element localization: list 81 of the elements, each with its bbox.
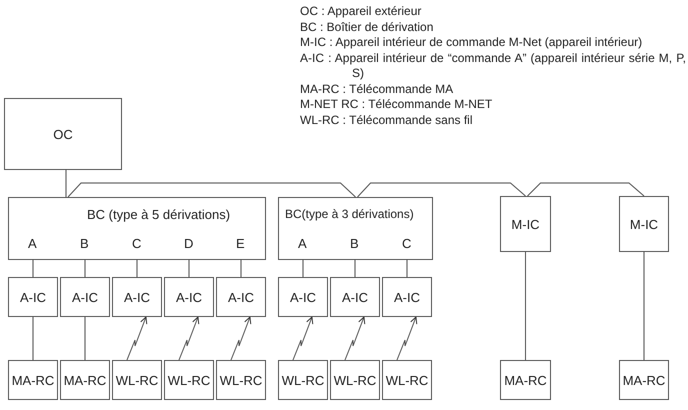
box-title: BC (type à 5 dérivations) [87,207,230,222]
wireless-link-arrow [126,316,148,360]
remote-control-box [112,360,162,400]
unit-label: MA-RC [622,372,666,388]
box-title: BC(type à 3 dérivations) [285,207,414,222]
key-entry: M-NET RC : Télécommande M-NET [300,97,494,112]
branch-letter: C [402,236,412,251]
unit-label: M-IC [630,216,658,232]
branch-box [278,197,433,260]
indoor-unit-box [500,196,551,252]
indoor-unit-box [330,277,380,317]
key-entry: OC : Appareil extérieur [300,4,422,20]
indoor-unit-box [8,277,58,317]
key-entry: MA-RC : Télécommande MA [300,82,454,97]
unit-label: MA-RC [64,372,106,388]
indoor-unit-box [619,196,669,252]
key-entry: BC : Boîtier de dérivation [300,20,434,35]
branch-letter: A [28,236,37,251]
unit-label: MA-RC [12,372,54,388]
unit-label: A-IC [72,290,98,304]
wire [84,260,86,278]
unit-label: A-IC [20,290,46,304]
branch-letter: B [80,236,89,251]
unit-label: WL-RC [386,372,428,388]
wireless-link-arrow [344,316,366,360]
unit-label: A-IC [290,290,316,304]
unit-label: WL-RC [334,372,376,388]
branch-letter: C [132,236,142,251]
remote-control-box [619,360,669,400]
wire [136,260,138,278]
branch-letter: B [350,236,359,251]
wire [240,260,242,278]
unit-label: OC [53,126,73,142]
wire [188,260,190,278]
indoor-unit-box [382,277,432,317]
remote-control-box [382,360,432,400]
unit-label: A-IC [394,290,420,304]
unit-label: M-IC [511,216,540,232]
remote-control-box [8,360,58,400]
branch-letter: E [236,236,245,251]
indoor-unit-box [112,277,162,317]
unit-label: WL-RC [282,372,324,388]
wire [525,252,526,360]
remote-control-box [216,360,266,400]
indoor-unit-box [60,277,110,317]
unit-label: A-IC [124,290,150,304]
unit-label: WL-RC [116,372,158,388]
wireless-link-arrow [292,316,314,360]
wire [84,316,86,360]
outdoor-unit-box [4,98,122,170]
key-entry: A-IC : Appareil intérieur de “commande A” (appareil intérieur série M, P, S) [300,50,686,82]
wireless-link-arrow [230,316,252,360]
wireless-link-arrow [396,316,418,360]
remote-control-box [278,360,328,400]
unit-label: WL-RC [168,372,210,388]
wire [302,260,304,278]
wire [527,182,644,196]
wire [406,260,408,278]
branch-box [8,197,266,260]
wire [354,260,356,278]
remote-control-box [500,360,551,400]
remote-control-box [330,360,380,400]
branch-letter: A [298,236,307,251]
indoor-unit-box [216,277,266,317]
wire [32,316,34,360]
key-entry: M-IC : Appareil intérieur de commande M-Net (appareil intérieur) [300,35,644,50]
unit-label: MA-RC [504,372,547,388]
wireless-link-arrow [178,316,200,360]
unit-label: A-IC [342,290,368,304]
indoor-unit-box [278,277,328,317]
remote-control-box [60,360,110,400]
branch-letter: D [184,236,194,251]
wire [32,260,34,278]
unit-label: A-IC [176,290,202,304]
key-entry: WL-RC : Télécommande sans fil [300,112,474,128]
unit-label: WL-RC [220,372,262,388]
wire [68,182,356,198]
indoor-unit-box [164,277,214,317]
wire [357,182,526,198]
remote-control-box [164,360,214,400]
unit-label: A-IC [228,290,254,304]
